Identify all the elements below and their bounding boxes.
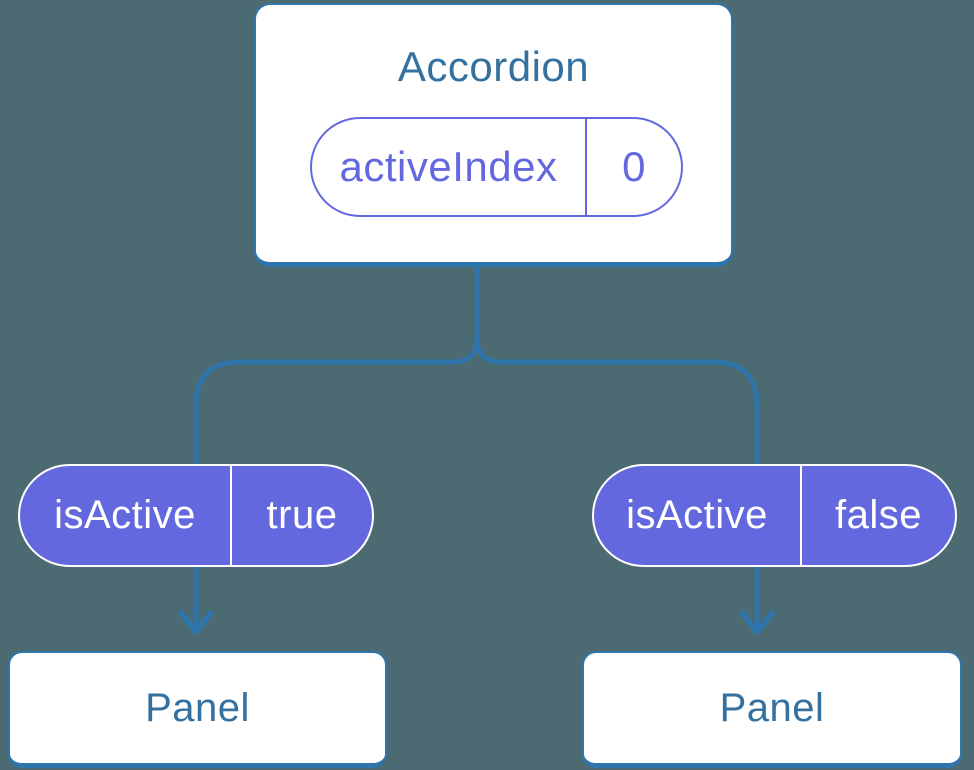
panel-node-left: Panel — [8, 651, 387, 768]
state-pill-activeindex: activeIndex 0 — [310, 117, 683, 217]
prop-pill-isactive-right: isActive false — [592, 464, 957, 567]
state-pill-value: 0 — [622, 143, 646, 190]
connector-left-branch — [193, 266, 480, 630]
panel-node-right: Panel — [582, 651, 962, 768]
prop-pill-value: true — [266, 493, 338, 537]
prop-pill-name: isActive — [594, 466, 802, 565]
panel-node-label: Panel — [719, 685, 825, 730]
accordion-node: Accordion activeIndex 0 — [254, 3, 733, 267]
prop-pill-isactive-left: isActive true — [18, 464, 374, 567]
prop-pill-value: false — [835, 493, 922, 537]
accordion-node-title: Accordion — [397, 43, 590, 90]
connector-right-branch — [474, 266, 760, 630]
panel-node-label: Panel — [145, 685, 250, 730]
state-pill-name: activeIndex — [312, 119, 587, 215]
down-arrow-left-icon — [178, 610, 214, 635]
prop-pill-name: isActive — [20, 466, 232, 565]
down-arrow-right-icon — [739, 610, 775, 635]
